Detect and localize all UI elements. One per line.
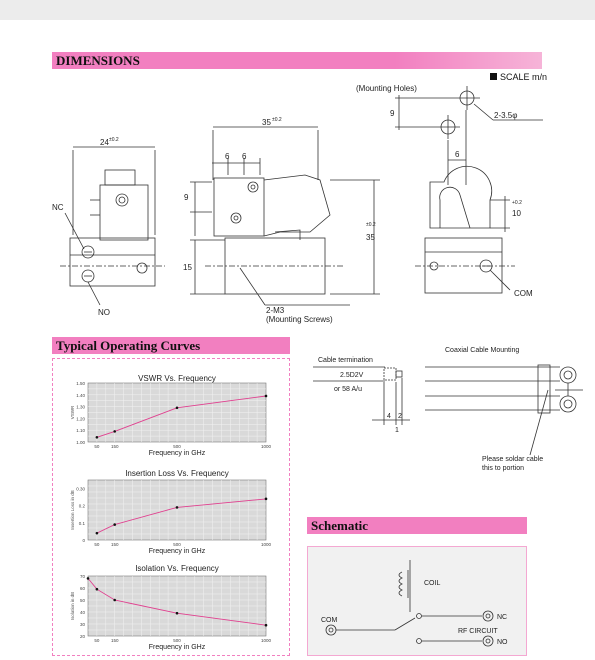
schematic-panel <box>307 546 527 656</box>
dim-9-mid: 9 <box>184 193 189 202</box>
x-tick-label: 50 <box>94 542 100 547</box>
coaxial-mounting-label: Coaxial Cable Mounting <box>445 347 519 354</box>
chart-title: Insertion Loss Vs. Frequency <box>125 469 229 478</box>
cable-dim-2: 2 <box>398 413 402 420</box>
chart-title: VSWR Vs. Frequency <box>138 374 216 383</box>
series-line <box>96 498 267 534</box>
nc-label: NC <box>52 203 64 212</box>
dim-35-height: 35 <box>366 233 375 242</box>
x-axis-label: Frequency in GHz <box>149 450 206 457</box>
y-tick-label: 1.20 <box>76 416 85 421</box>
mounting-screws-label: (Mounting Screws) <box>266 315 333 324</box>
section-header-dimensions: DIMENSIONS <box>52 52 542 69</box>
y-tick-label: 1.00 <box>76 440 85 445</box>
y-tick-label: 1.10 <box>76 428 85 433</box>
x-tick-label: 500 <box>173 542 181 547</box>
data-point <box>264 623 268 627</box>
schematic-com-label: COM <box>321 617 338 624</box>
mounting-holes-label: (Mounting Holes) <box>356 84 417 93</box>
dim-35-height-tol: ±0.2 <box>366 222 376 228</box>
data-point <box>264 394 268 398</box>
y-tick-label: 0.1 <box>79 521 86 526</box>
x-tick-label: 1000 <box>261 638 272 643</box>
no-label: NO <box>98 308 110 317</box>
rf-circuit-label: RF CIRCUIT <box>458 628 498 635</box>
chart-title: Isolation Vs. Frequency <box>135 564 219 573</box>
dim-24-tol: ±0.2 <box>109 137 119 143</box>
dim-6a: 6 <box>225 152 230 161</box>
y-tick-label: 50 <box>80 598 86 603</box>
curves-panel <box>52 358 290 656</box>
x-tick-label: 50 <box>94 638 100 643</box>
cable-dim-4: 4 <box>387 413 391 420</box>
data-point <box>264 497 268 501</box>
data-point <box>113 430 116 433</box>
data-point <box>113 523 116 526</box>
m3-label: 2-M3 <box>266 306 285 315</box>
data-point <box>86 577 90 580</box>
y-tick-label: 40 <box>80 610 86 615</box>
scale-text: SCALE m/n <box>500 72 548 82</box>
y-axis-label: Isolation in dB <box>70 592 75 620</box>
dim-9-top: 9 <box>390 109 395 118</box>
dim-10: 10 <box>512 209 521 218</box>
dim-6b: 6 <box>242 152 247 161</box>
dim-6-right: 6 <box>455 150 460 159</box>
dim-24: 24 <box>100 138 109 147</box>
dim-35-width-tol: ±0.2 <box>272 117 282 123</box>
dim-10-tol: +0.2 <box>512 200 522 206</box>
y-tick-label: 1.30 <box>76 405 85 410</box>
x-tick-label: 500 <box>173 638 181 643</box>
scale-label: SCALE m/n <box>490 72 547 82</box>
data-point <box>95 435 99 439</box>
com-label: COM <box>514 289 533 298</box>
cable-type2: or 58 A/u <box>334 386 362 393</box>
dim-15: 15 <box>183 263 192 272</box>
solder-note-2: this to portion <box>482 465 524 472</box>
cable-termination-label: Cable termination <box>318 357 373 364</box>
y-tick-label: 60 <box>80 586 86 591</box>
cable-dim-1: 1 <box>395 427 399 434</box>
x-tick-label: 1000 <box>261 444 272 449</box>
x-tick-label: 50 <box>94 444 100 449</box>
solder-note-1: Please soldar cable <box>482 456 543 463</box>
y-tick-label: 1.50 <box>76 381 85 386</box>
schematic-no-label: NO <box>497 639 508 646</box>
hole-diameter-label: 2-3.5φ <box>494 111 517 120</box>
y-axis-label: Insertion Loss in dB <box>70 490 75 530</box>
x-axis-label: Frequency in GHz <box>149 548 206 555</box>
x-tick-label: 1000 <box>261 542 272 547</box>
series-line <box>96 395 267 438</box>
y-tick-label: 0 <box>82 538 85 543</box>
top-bar <box>0 0 595 20</box>
y-axis-label: VSWR <box>70 405 75 419</box>
data-point <box>175 406 179 410</box>
section-header-schematic: Schematic <box>307 517 527 534</box>
y-tick-label: 30 <box>80 622 86 627</box>
x-tick-label: 500 <box>173 444 181 449</box>
square-icon <box>490 73 497 80</box>
y-tick-label: 0.30 <box>76 487 85 492</box>
data-point <box>175 506 179 509</box>
data-point <box>113 598 116 602</box>
y-tick-label: 20 <box>80 634 86 639</box>
data-point <box>175 611 179 615</box>
data-point <box>95 587 99 591</box>
y-tick-label: 1.40 <box>76 393 85 398</box>
cable-type1: 2.5D2V <box>340 372 364 379</box>
coil-label: COIL <box>424 580 440 587</box>
x-axis-label: Frequency in GHz <box>149 644 206 651</box>
x-tick-label: 150 <box>111 444 119 449</box>
schematic-nc-label: NC <box>497 614 507 621</box>
y-tick-label: 0.2 <box>79 504 86 509</box>
data-point <box>95 531 99 535</box>
section-header-curves: Typical Operating Curves <box>52 337 290 354</box>
dim-35-width: 35 <box>262 118 271 127</box>
x-tick-label: 150 <box>111 542 119 547</box>
x-tick-label: 150 <box>111 638 119 643</box>
y-tick-label: 70 <box>80 574 86 579</box>
